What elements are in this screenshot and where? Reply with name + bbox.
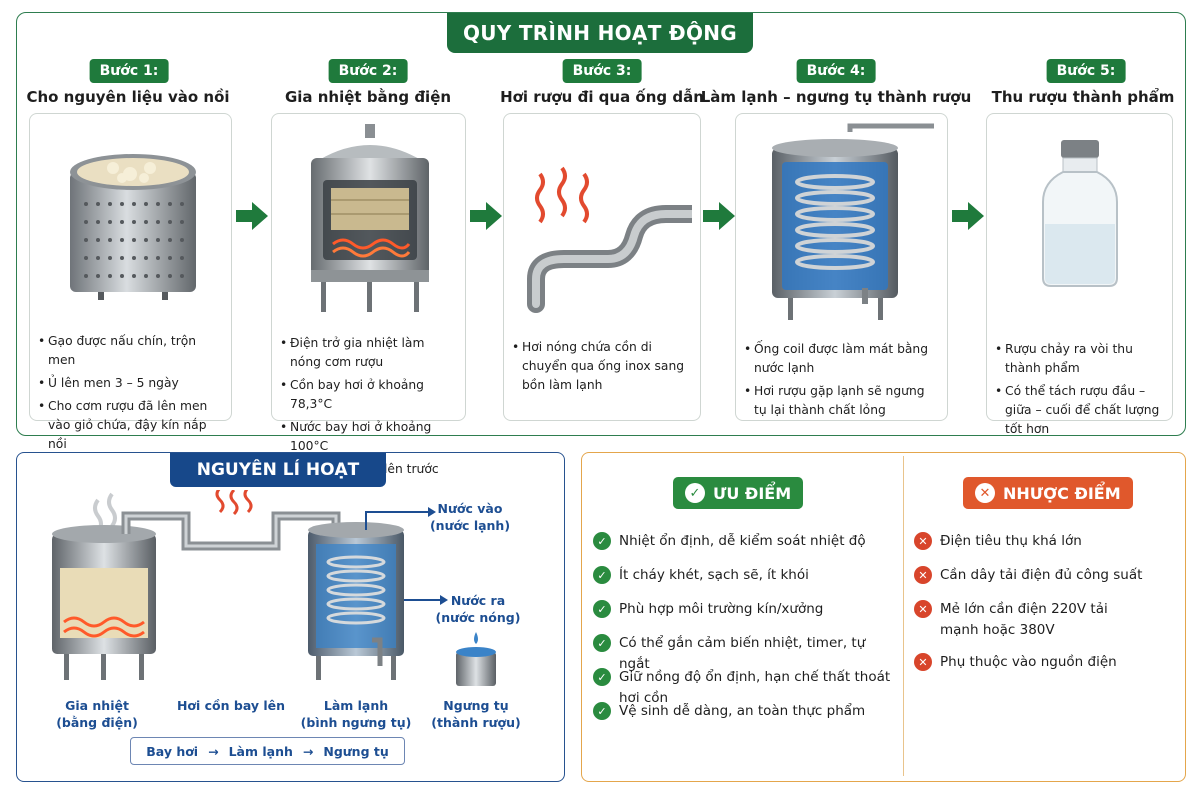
check-icon: ✓ [593,600,611,618]
pros-item: ✓Vệ sinh dễ dàng, an toàn thực phẩm [593,701,898,722]
cons-item: ✕Cần dây tải điện đủ công suất [914,565,1176,586]
pros-cons-frame [581,452,1186,782]
step-5-badge: Bước 5: [1046,59,1126,83]
flow-step: Làm lạnh [228,743,293,759]
arrow-right-icon [470,202,502,230]
pros-item: ✓Có thể gắn cảm biến nhiệt, timer, tự ng… [593,633,898,675]
step-1-bullet: Gạo được nấu chín, trộn men [38,332,225,370]
check-icon: ✓ [593,532,611,550]
process-title: QUY TRÌNH HOẠT ĐỘNG [447,13,753,53]
cons-item: ✕Điện tiêu thụ khá lớn [914,531,1176,552]
step-5-bullet: Rượu chảy ra vòi thu thành phẩm [995,340,1166,378]
step-4-bullet: Ống coil được làm mát bằng nước lạnh [744,340,941,378]
pros-item: ✓Giữ nồng độ ổn định, hạn chế thất thoát… [593,667,898,709]
step-3-card: Hơi nóng chứa cồn di chuyển qua ống inox… [503,113,701,421]
check-icon: ✓ [593,634,611,652]
cross-icon: ✕ [914,600,932,618]
cross-icon: ✕ [975,483,995,503]
liquor-bottle-illustration [1042,140,1118,287]
water-out-label: Nước ra(nước nóng) [435,593,521,625]
step-2-badge: Bước 2: [328,59,408,83]
condense-label: Ngưng tụ(thành rượu) [431,698,521,730]
cons-item: ✕Phụ thuộc vào nguồn điện [914,652,1176,673]
step-4-card: Ống coil được làm mát bằng nước lạnh Hơi… [735,113,948,421]
cross-icon: ✕ [914,566,932,584]
step-5-bullet: Có thể tách rượu đầu – giữa – cuối để ch… [995,382,1166,439]
step-1-card: Gạo được nấu chín, trộn men Ủ lên men 3 … [29,113,232,451]
flow-sequence: Bay hơi → Làm lạnh → Ngưng tụ [130,737,405,765]
arrow-right-icon [703,202,735,230]
flow-step: Bay hơi [146,743,199,759]
step-5-title: Thu rượu thành phẩm [991,88,1175,106]
check-icon: ✓ [593,668,611,686]
principle-title: NGUYÊN LÍ HOẠT ĐỘNG [170,453,386,514]
cons-header: ✕ NHƯỢC ĐIỂM [963,477,1133,509]
step-4-title: Làm lạnh – ngưng tụ thành rượu [700,88,972,106]
condenser-tank-illustration [772,123,934,320]
step-1-bullet: Cho cơm rượu đã lên men vào giỏ chứa, đậ… [38,397,225,454]
step-1-badge: Bước 1: [89,59,169,83]
step-2-bullet: Cồn bay hơi ở khoảng 78,3°C [280,376,459,414]
arrow-right-icon [236,202,268,230]
heating-label: Gia nhiệt(bằng điện) [56,698,138,730]
check-icon: ✓ [593,566,611,584]
process-frame [16,12,1186,436]
step-2-card: Điện trở gia nhiệt làm nóng cơm rượu Cồn… [271,113,466,479]
check-icon: ✓ [685,483,705,503]
pros-item: ✓Phù hợp môi trường kín/xưởng [593,599,898,620]
electric-still-illustration [311,124,429,312]
cons-item: ✕Mẻ lớn cần điện 220V tải mạnh hoặc 380V [914,599,1140,641]
step-5-card: Rượu chảy ra vòi thu thành phẩm Có thể t… [986,113,1173,436]
check-icon: ✓ [593,702,611,720]
cooling-label: Làm lạnh(bình ngưng tụ) [300,698,412,730]
step-1-bullet: Ủ lên men 3 – 5 ngày [38,374,225,393]
step-2-bullet: Điện trở gia nhiệt làm nóng cơm rượu [280,334,459,372]
step-3-badge: Bước 3: [562,59,642,83]
cross-icon: ✕ [914,532,932,550]
flow-arrow-icon: → [302,743,314,759]
flow-arrow-icon: → [208,743,219,759]
distillation-diagram [52,490,496,686]
pros-item: ✓Ít cháy khét, sạch sẽ, ít khói [593,565,898,586]
step-4-bullet: Hơi rượu gặp lạnh sẽ ngưng tụ lại thành … [744,382,941,420]
step-4-badge: Bước 4: [796,59,876,83]
cross-icon: ✕ [914,653,932,671]
flow-step: Ngưng tụ [323,743,389,759]
pros-cons-divider [903,456,904,776]
vapor-label: Hơi cồn bay lên [176,698,286,713]
step-2-bullet: Nước bay hơi ở khoảng 100°C [280,418,459,456]
step-3-title: Hơi rượu đi qua ống dẫn [500,88,704,106]
principle-frame [16,452,565,782]
arrow-right-icon [952,202,984,230]
water-in-label: Nước vào(nước lạnh) [429,501,511,533]
steamer-basket-illustration [70,154,196,300]
step-3-bullet: Hơi nóng chứa cồn di chuyển qua ống inox… [512,338,694,395]
pros-title: ƯU ĐIỂM [713,483,792,503]
step-1-title: Cho nguyên liệu vào nồi [26,88,230,106]
pros-header: ✓ ƯU ĐIỂM [673,477,804,509]
steam-pipe-illustration [527,166,692,313]
pros-item: ✓Nhiệt ổn định, dễ kiểm soát nhiệt độ [593,531,898,552]
step-2-title: Gia nhiệt bằng điện [284,88,452,106]
cons-title: NHƯỢC ĐIỂM [1003,483,1121,503]
